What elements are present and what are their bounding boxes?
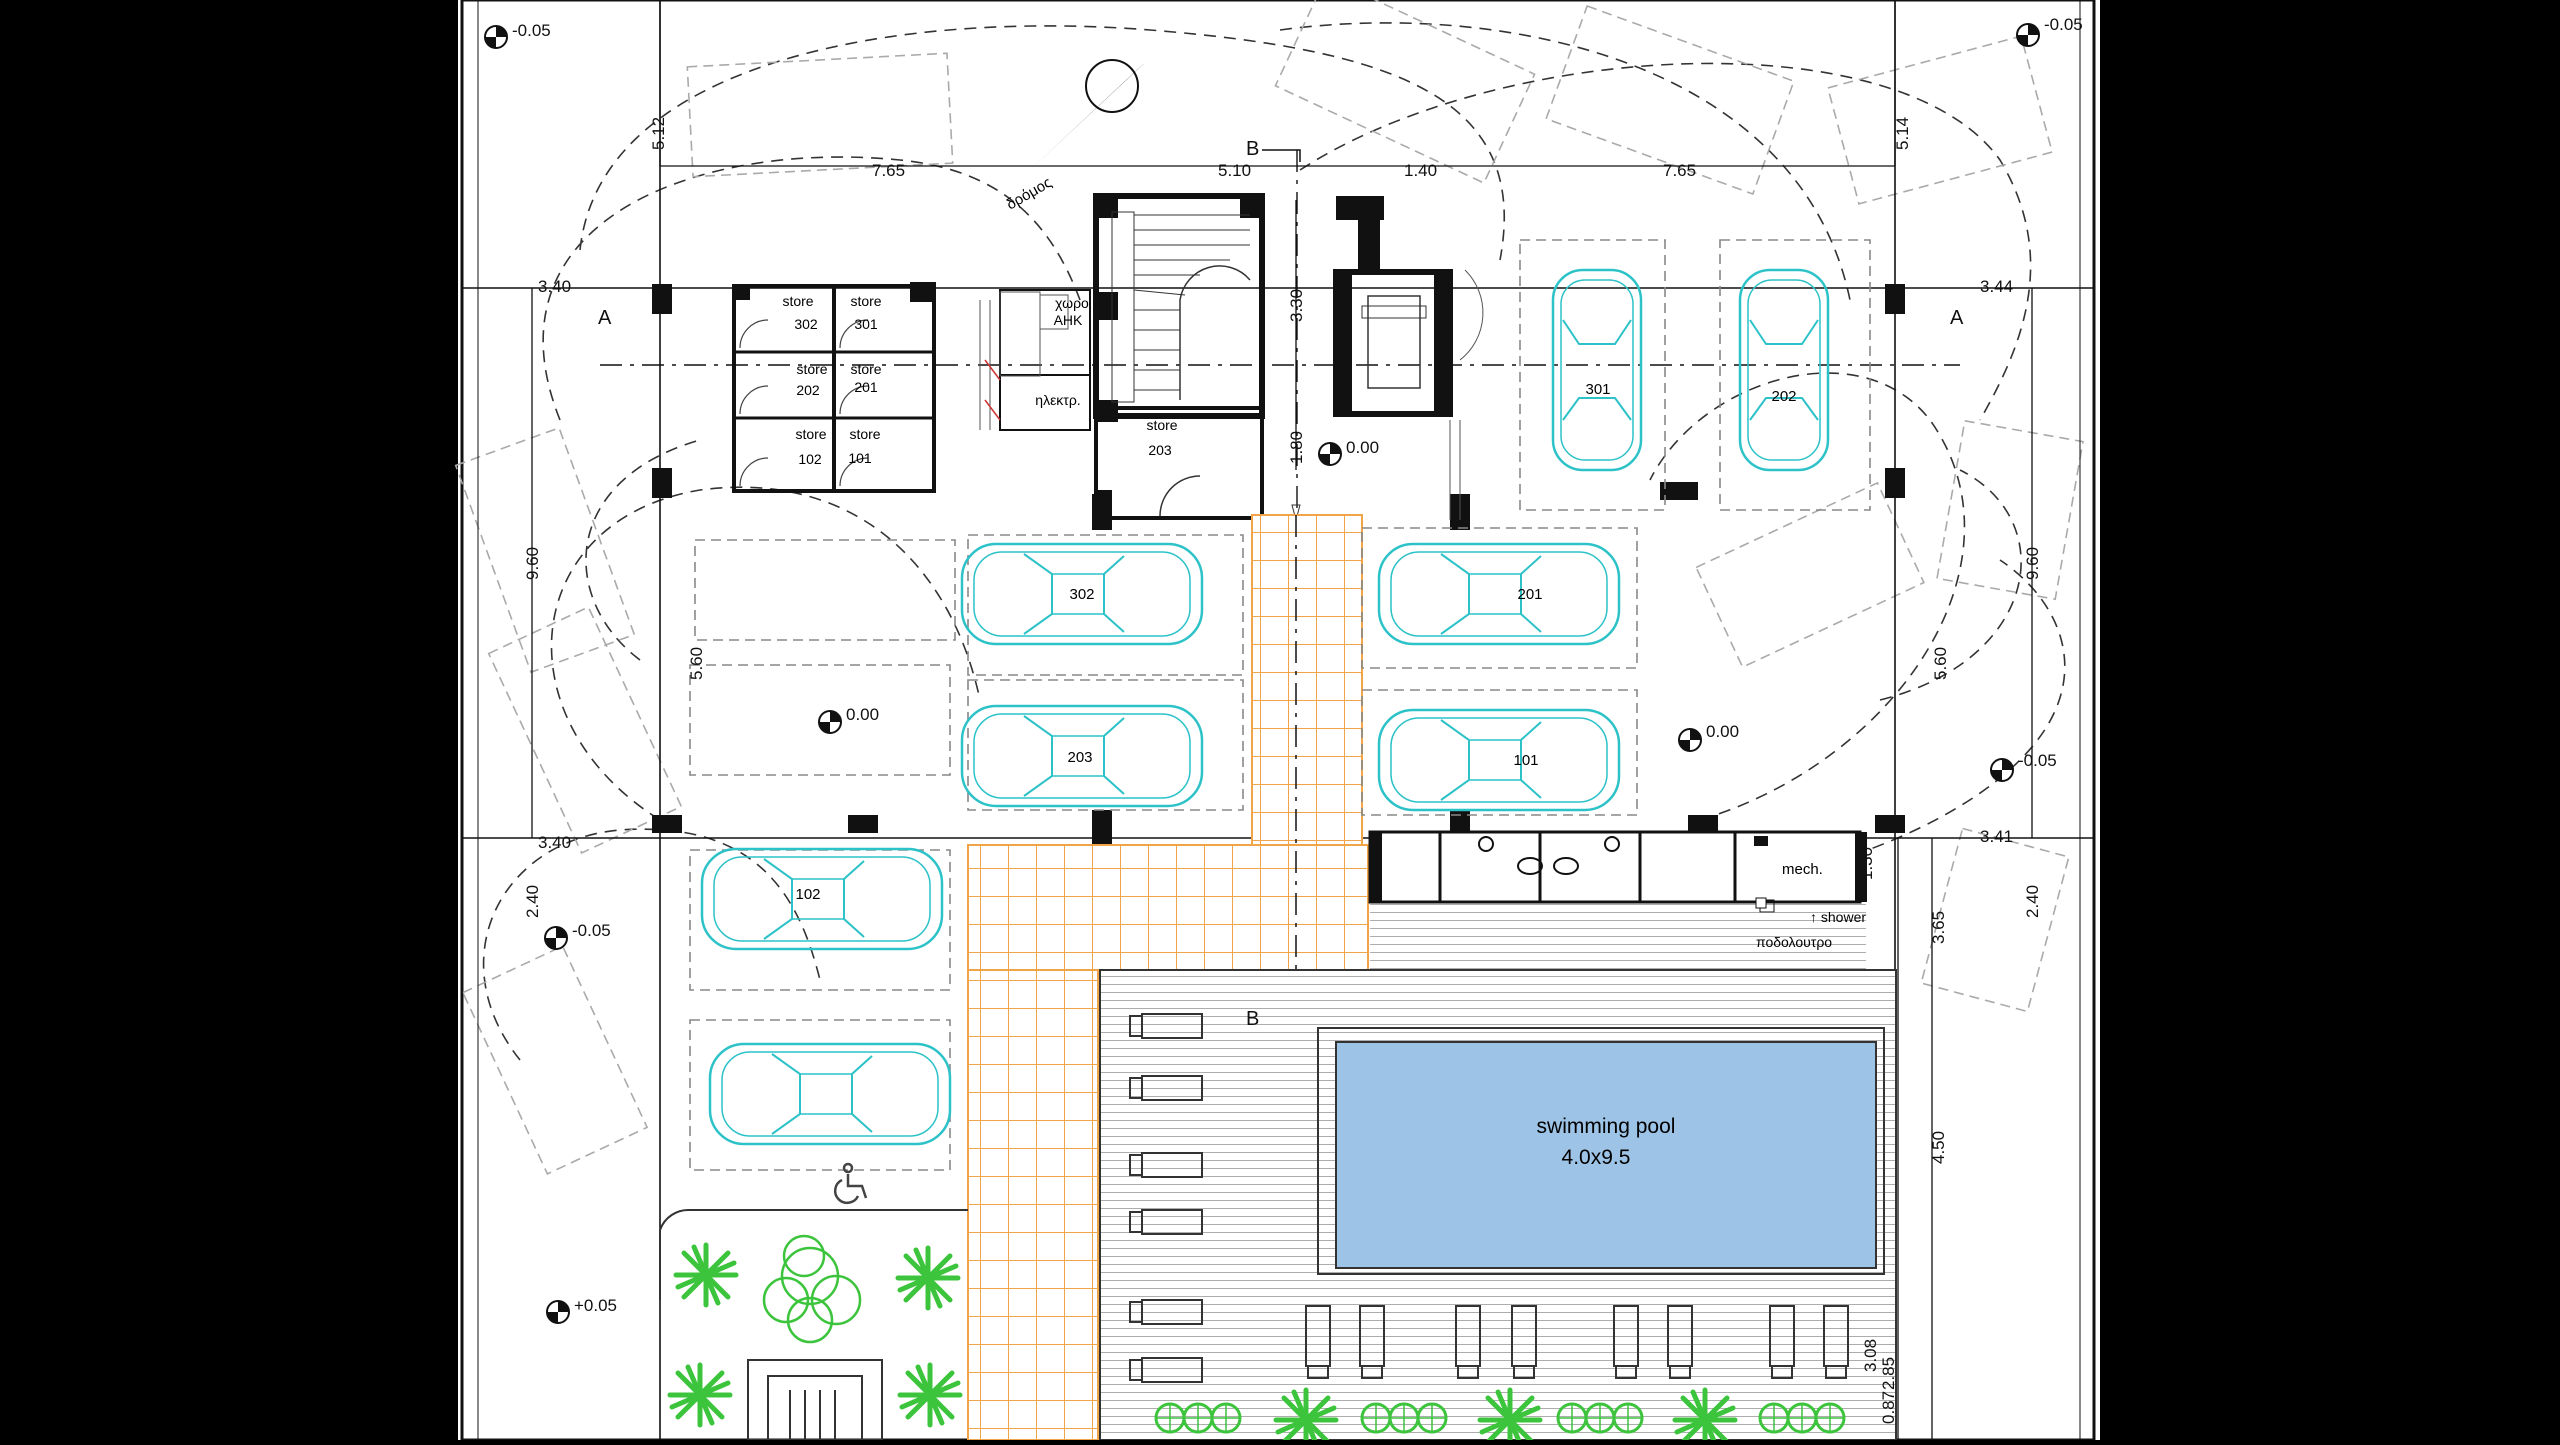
store-label-202: store [796, 361, 827, 377]
level-right-court: 0.00 [1706, 722, 1739, 741]
dim-left-top: 5.12 [649, 117, 668, 150]
level-lobby: 0.00 [1346, 438, 1379, 457]
dim-left-560: 5.60 [687, 647, 706, 680]
ghost-parking-outlines [454, 0, 2084, 1175]
dimension-lines [531, 0, 2033, 1440]
dim-pool-365: 3.65 [1929, 911, 1948, 944]
lift-shaft [1291, 196, 1484, 541]
parked-cars: 301 202 302 201 203 101 102 [700, 268, 1830, 1146]
car-label-201: 201 [1517, 586, 1542, 603]
changing-rooms: mech. ↑ shower ποδολουτρο [1368, 830, 1867, 950]
level-tr: -0.05 [2044, 15, 2083, 34]
dim-right-960: 9.60 [2023, 547, 2042, 580]
section-b-top: B [1246, 138, 1259, 160]
store-number-201: 201 [854, 379, 878, 395]
stairwell: store 203 [1093, 193, 1297, 526]
ahk-room-label-2: AHK [1054, 312, 1083, 328]
store-label-301: store [850, 293, 881, 309]
car-label-102: 102 [795, 886, 820, 903]
store-number-101: 101 [848, 450, 872, 466]
store-label-102: store [795, 426, 826, 442]
dim-pool-130: 1.30 [1857, 847, 1876, 880]
dim-stair-330: 3.30 [1287, 289, 1306, 322]
store-label-101: store [849, 426, 880, 442]
dim-top-right: 7.65 [1663, 161, 1696, 180]
store-label-201: store [850, 361, 881, 377]
dim-right-560: 5.60 [1931, 647, 1950, 680]
dim-top-mid: 5.10 [1218, 161, 1251, 180]
car-label-101: 101 [1513, 752, 1538, 769]
dim-left-960: 9.60 [523, 547, 542, 580]
store-number-102: 102 [798, 451, 822, 467]
dim-pool-285: 2.85 [1879, 1357, 1898, 1390]
section-a-left: A [598, 307, 612, 329]
section-marks: A A B B [598, 138, 1964, 1030]
car-label-301: 301 [1585, 381, 1610, 398]
pool-title: swimming pool [1537, 1115, 1676, 1138]
car-label-302: 302 [1069, 586, 1094, 603]
store-number-302: 302 [794, 316, 818, 332]
dimension-text: 7.65 5.10 1.40 7.65 5.12 5.14 3.40 3.44 … [523, 117, 2042, 1424]
dim-top-140: 1.40 [1404, 161, 1437, 180]
store-rooms: store 302 store 301 store 202 store 201 … [732, 284, 936, 493]
dim-row1-right: 3.44 [1980, 277, 2013, 296]
shower-label: ↑ shower [1810, 909, 1866, 925]
footbath-label: ποδολουτρο [1756, 934, 1832, 950]
dim-row2-left: 3.40 [538, 833, 571, 852]
dim-right-240: 2.40 [2023, 885, 2042, 918]
dim-pool-450: 4.50 [1929, 1131, 1948, 1164]
dim-row1-left: 3.40 [538, 277, 571, 296]
electrical-room-label: ηλεκτρ. [1035, 392, 1080, 408]
car-label-203: 203 [1067, 749, 1092, 766]
level-tl: -0.05 [512, 21, 551, 40]
dim-right-top: 5.14 [1893, 117, 1912, 150]
orange-paving [967, 514, 1369, 1441]
level-left-side: -0.05 [572, 921, 611, 940]
car-label-202: 202 [1771, 388, 1796, 405]
dim-top-left: 7.65 [872, 161, 905, 180]
swimming-pool: swimming pool 4.0x9.5 [1317, 1027, 1885, 1275]
wheelchair-icon [833, 1162, 868, 1205]
level-markers: -0.05 -0.05 0.00 0.00 0.00 -0.05 -0.05 +… [484, 15, 2083, 1324]
level-left-court: 0.00 [846, 705, 879, 724]
dim-pool-308: 3.08 [1861, 1339, 1880, 1372]
dim-stair-180: 1.80 [1287, 431, 1306, 464]
garden-planting [659, 1208, 1846, 1440]
dim-pool-087: 0.87 [1879, 1391, 1898, 1424]
level-right-side: -0.05 [2018, 751, 2057, 770]
section-b-bottom: B [1246, 1008, 1259, 1030]
store-label-302: store [782, 293, 813, 309]
dim-row2-right: 3.41 [1980, 827, 2013, 846]
store-label-203: store [1146, 417, 1177, 433]
store-number-203: 203 [1148, 442, 1172, 458]
store-number-202: 202 [796, 382, 820, 398]
section-a-right: A [1950, 307, 1964, 329]
utility-rooms: χωρο AHK ηλεκτρ. [979, 289, 1091, 431]
mech-room-label: mech. [1782, 861, 1823, 878]
level-garden: +0.05 [574, 1296, 617, 1315]
store-number-301: 301 [854, 316, 878, 332]
dim-left-240: 2.40 [523, 885, 542, 918]
ahk-room-label-1: χωρο [1055, 295, 1089, 311]
pool-size: 4.0x9.5 [1562, 1146, 1631, 1169]
